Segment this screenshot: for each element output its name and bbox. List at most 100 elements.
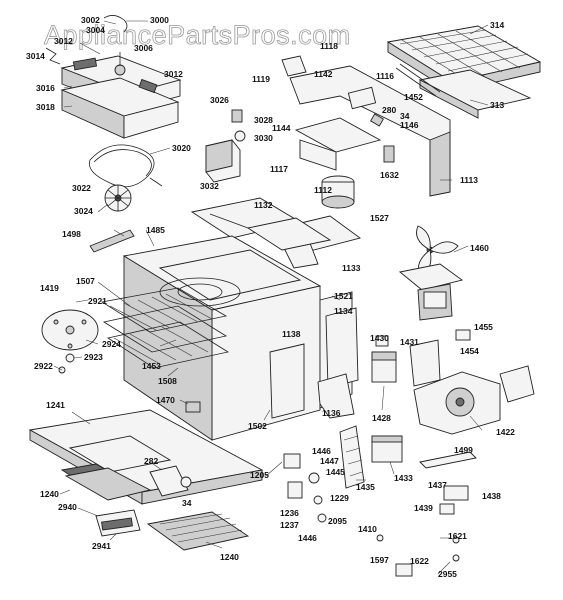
callout-1435: 1435	[356, 482, 375, 492]
callout-1240-left: 1240	[40, 489, 59, 499]
callout-1431: 1431	[400, 337, 419, 347]
callout-2941: 2941	[92, 541, 111, 551]
callout-1447: 1447	[320, 456, 339, 466]
callout-1499: 1499	[454, 445, 473, 455]
callout-1422: 1422	[496, 427, 515, 437]
heater-element	[89, 144, 163, 188]
callout-1433: 1433	[394, 473, 413, 483]
callout-1113: 1113	[460, 175, 478, 185]
callout-3014: 3014	[26, 51, 45, 61]
callout-3022: 3022	[72, 183, 91, 193]
callout-2921: 2921	[88, 296, 107, 306]
callout-1241: 1241	[46, 400, 65, 410]
callout-1446-lower: 1446	[298, 533, 317, 543]
callout-1410: 1410	[358, 524, 377, 534]
callout-1133: 1133	[342, 263, 361, 273]
stirrer-fan-assembly	[398, 225, 464, 321]
callout-1453: 1453	[142, 361, 161, 371]
callout-1132: 1132	[254, 200, 273, 210]
vent-fan	[104, 184, 132, 212]
callout-1136: 1136	[322, 408, 341, 418]
capacitor	[321, 175, 355, 209]
callout-3002: 3002	[81, 15, 100, 25]
callout-1446-upper: 1446	[312, 446, 331, 456]
callout-1428: 1428	[372, 413, 391, 423]
callout-leaders	[53, 20, 489, 575]
door-switch	[185, 401, 201, 413]
callout-3018: 3018	[36, 102, 55, 112]
callout-1460: 1460	[470, 243, 489, 253]
callout-2924: 2924	[102, 339, 121, 349]
callout-1498: 1498	[62, 229, 81, 239]
callout-2095: 2095	[328, 516, 347, 526]
callout-313: 313	[490, 100, 504, 110]
callout-1119: 1119	[252, 74, 270, 84]
watermark: AppliancePartsPros.com	[44, 20, 351, 50]
callout-1240-right: 1240	[220, 552, 239, 562]
turntable-support	[41, 309, 99, 374]
callout-2955: 2955	[438, 569, 457, 579]
electrical-components	[371, 329, 535, 435]
callout-1527: 1527	[370, 213, 389, 223]
callout-1521: 1521	[334, 291, 353, 301]
callout-1229: 1229	[330, 493, 349, 503]
callout-1144: 1144	[272, 123, 291, 133]
control-frame-1113	[281, 55, 451, 197]
callout-3026: 3026	[210, 95, 229, 105]
callout-3004: 3004	[86, 25, 105, 35]
thermal-fuse-and-bracket	[205, 109, 246, 183]
callout-1632: 1632	[380, 170, 399, 180]
callout-314: 314	[490, 20, 504, 30]
callout-1454: 1454	[460, 346, 479, 356]
callout-3000: 3000	[150, 15, 169, 25]
callout-1502: 1502	[248, 421, 267, 431]
callout-1205: 1205	[250, 470, 269, 480]
callout-2923: 2923	[84, 352, 103, 362]
callout-1455: 1455	[474, 322, 493, 332]
callout-1112: 1112	[314, 185, 332, 195]
vent-housing-assembly	[45, 15, 182, 139]
callout-3028: 3028	[254, 115, 273, 125]
door-panel	[28, 409, 264, 505]
grease-filters	[64, 467, 250, 551]
callout-3024: 3024	[74, 206, 93, 216]
callout-1470: 1470	[156, 395, 175, 405]
callout-1116: 1116	[376, 71, 394, 81]
callout-1452: 1452	[404, 92, 423, 102]
callout-3006: 3006	[134, 43, 153, 53]
callout-3020: 3020	[172, 143, 191, 153]
callout-3030: 3030	[254, 133, 273, 143]
callout-1419: 1419	[40, 283, 59, 293]
callout-34-upper: 34	[400, 111, 410, 121]
callout-1439: 1439	[414, 503, 433, 513]
lower-electrical-parts	[283, 425, 477, 577]
callout-1507: 1507	[76, 276, 95, 286]
callout-3012-upper: 3012	[54, 36, 73, 46]
cavity-brackets	[89, 229, 359, 419]
callout-labels: 3002 3000 3004 3006 3012 3012 3014 3016 …	[26, 15, 515, 579]
callout-34-lower: 34	[182, 498, 192, 508]
callout-3012-right: 3012	[164, 69, 183, 79]
callout-1236: 1236	[280, 508, 299, 518]
callout-1485: 1485	[146, 225, 165, 235]
callout-1117: 1117	[270, 164, 288, 174]
callout-1438: 1438	[482, 491, 501, 501]
callout-3016: 3016	[36, 83, 55, 93]
callout-1597: 1597	[370, 555, 389, 565]
callout-1430: 1430	[370, 333, 389, 343]
callout-280: 280	[382, 105, 396, 115]
callout-1437: 1437	[428, 480, 447, 490]
callout-1142: 1142	[314, 69, 333, 79]
callout-1621: 1621	[448, 531, 467, 541]
callout-3032: 3032	[200, 181, 219, 191]
oven-rack	[100, 287, 230, 369]
callout-2940: 2940	[58, 502, 77, 512]
callout-1146: 1146	[400, 120, 419, 130]
callout-1508: 1508	[158, 376, 177, 386]
callout-2922: 2922	[34, 361, 53, 371]
callout-1138: 1138	[282, 329, 301, 339]
callout-1445: 1445	[326, 467, 345, 477]
grease-filter-tray	[386, 25, 542, 119]
callout-1237: 1237	[280, 520, 299, 530]
